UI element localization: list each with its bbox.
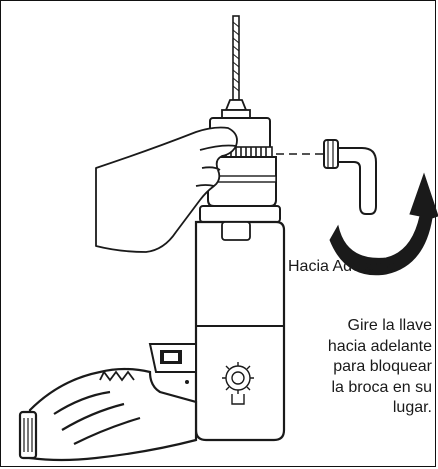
curved-arrow-icon [329,172,438,276]
trigger-switch [148,343,197,384]
chuck-key-icon [323,139,377,215]
drill-housing [194,220,286,442]
drill-handle [18,367,198,462]
direction-label: Hacia Adelante [288,258,396,275]
instruction-line: para bloquear [333,358,432,375]
drill-collar [199,205,281,223]
instruction-line: lugar. [392,399,432,416]
brand-emblem-icon [222,362,254,405]
instruction-text: Gire la llave hacia adelante para bloque… [282,316,432,419]
drill-bit [232,15,240,101]
instruction-line: hacia adelante [327,337,432,355]
chuck-tip [224,99,248,111]
instruction-line: la broca en su [331,378,432,396]
instruction-line: Gire la llave [347,317,432,334]
hand-illustration [95,126,238,253]
